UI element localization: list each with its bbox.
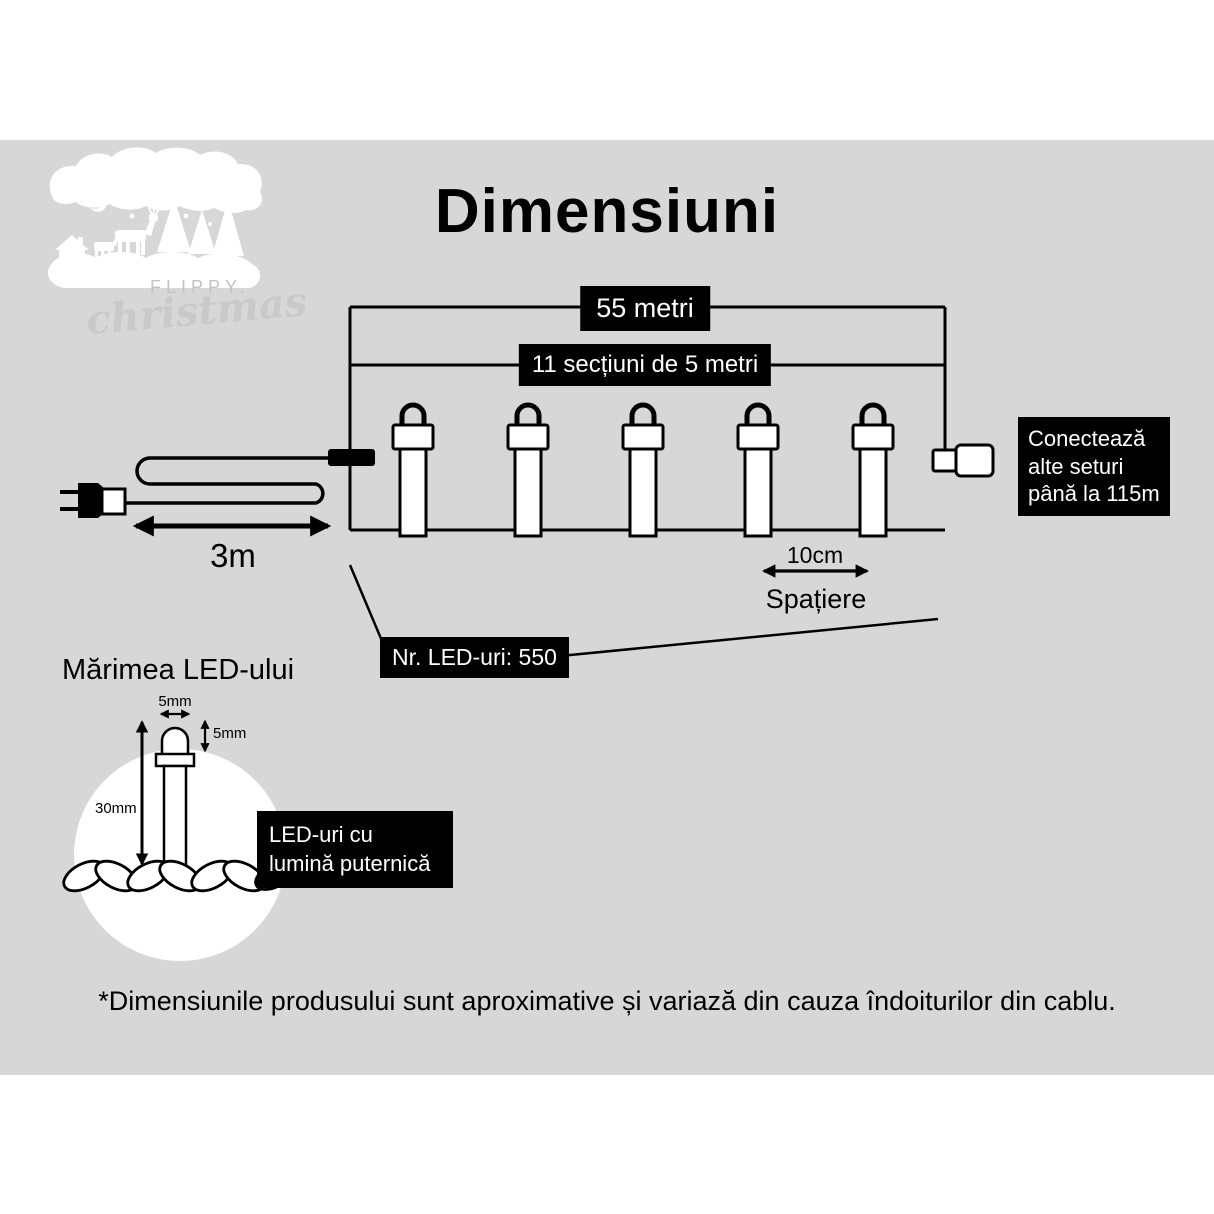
star-icon	[183, 213, 189, 219]
led-bulb	[621, 402, 665, 538]
page-title: Dimensiuni	[434, 177, 780, 246]
bulb-length-label: 30mm	[95, 800, 137, 817]
led-bulb	[851, 402, 895, 538]
led-count-pointer-right	[559, 617, 939, 658]
led-count-label: Nr. LED-uri: 550	[380, 637, 569, 678]
power-plug-icon	[60, 483, 127, 518]
end-connector-icon	[931, 443, 995, 478]
spacing-value-label: 10cm	[786, 542, 844, 568]
detail-measure-arrows	[135, 709, 210, 866]
moon-icon	[90, 194, 107, 212]
extend-note-label: Conectează alte seturi până la 115m	[1018, 417, 1170, 516]
led-bulb	[506, 402, 550, 538]
snow-ground	[47, 252, 261, 288]
logo-winter-scene-icon	[47, 147, 263, 288]
pine-tree-icon	[157, 198, 244, 256]
spacing-caption: Spațiere	[765, 584, 867, 614]
led-bulb	[391, 402, 435, 538]
brand-name: FLIPPY.	[150, 277, 250, 297]
led-count-pointer-left	[348, 564, 384, 642]
deer-icon	[116, 206, 160, 257]
total-length-label: 55 metri	[580, 286, 710, 331]
bulb-width-label: 5mm	[158, 693, 192, 710]
led-bulb	[736, 402, 780, 538]
power-lead-cable	[60, 449, 375, 518]
sections-label: 11 secțiuni de 5 metri	[518, 344, 772, 386]
lead-length-label: 3m	[210, 537, 256, 574]
lead-cable-line	[124, 456, 352, 505]
star-icon	[208, 222, 212, 226]
led-size-title: Mărimea LED-ului	[62, 654, 295, 686]
led-feature-label: LED-uri cu lumină puternică	[257, 811, 453, 889]
lead-connector-icon	[328, 449, 375, 466]
star-icon	[129, 213, 135, 219]
bulb-height-label: 5mm	[213, 725, 247, 742]
disclaimer-text: *Dimensiunile produsului sunt aproximati…	[98, 986, 1116, 1016]
